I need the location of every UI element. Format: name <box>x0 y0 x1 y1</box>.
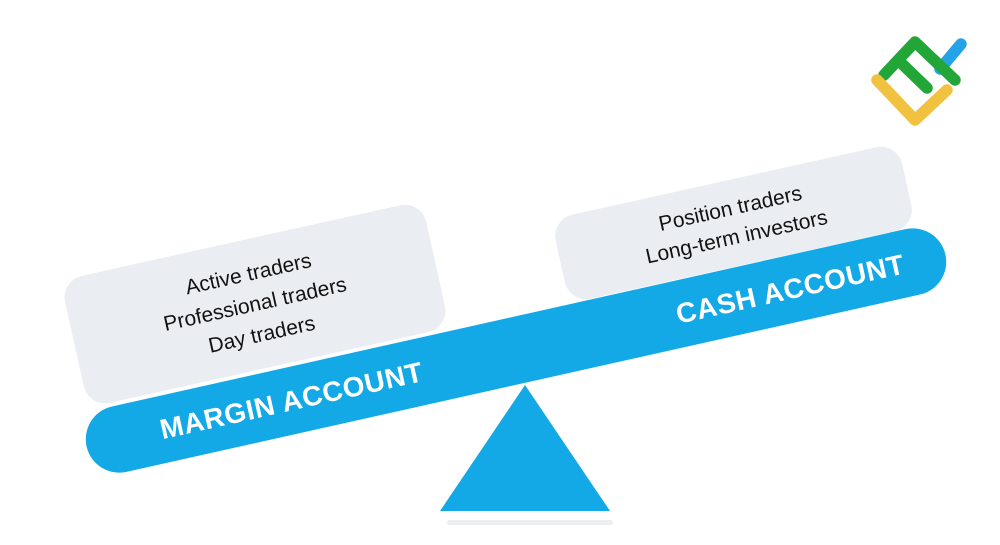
logo-green-f-zigzag <box>878 36 961 94</box>
fulcrum-triangle <box>440 385 610 511</box>
ground-shadow-line <box>447 520 613 525</box>
litefinance-logo <box>871 36 967 126</box>
logo-yellow-check <box>871 74 953 126</box>
